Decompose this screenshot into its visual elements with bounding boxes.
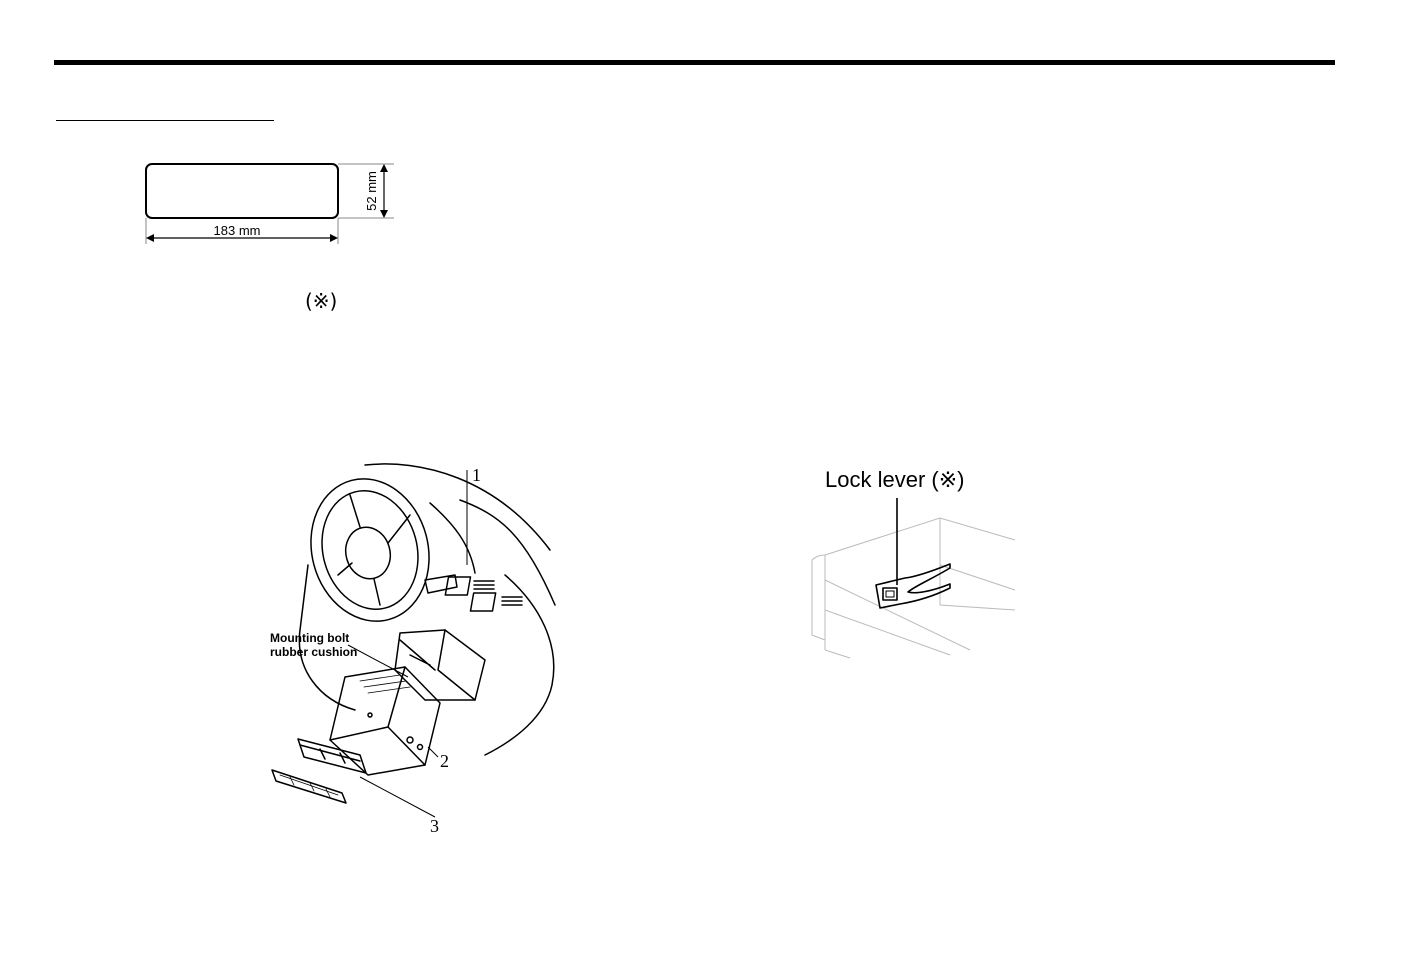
callout-3: 3 bbox=[430, 816, 439, 836]
head-unit bbox=[329, 666, 441, 776]
callout-line-3 bbox=[359, 776, 436, 818]
header-rule bbox=[54, 60, 1335, 65]
mounting-sleeve bbox=[394, 629, 486, 701]
width-label: 183 mm bbox=[214, 223, 261, 238]
cushion-label-line1: Mounting bolt bbox=[270, 631, 349, 645]
trim-frame bbox=[297, 738, 367, 774]
cushion-leader-line bbox=[347, 644, 409, 678]
steering-wheel bbox=[310, 478, 430, 622]
callout-2: 2 bbox=[440, 751, 449, 771]
callout-1: 1 bbox=[472, 465, 481, 485]
air-vent-right bbox=[469, 592, 497, 612]
cushion-label-line2: rubber cushion bbox=[270, 645, 357, 659]
cutout-dimension-diagram: 52 mm 183 mm bbox=[145, 163, 394, 244]
callout-line-2 bbox=[427, 746, 439, 758]
face-plate bbox=[271, 769, 347, 804]
lock-lever bbox=[875, 563, 951, 609]
lock-lever-figure: Lock lever (※) bbox=[811, 467, 1016, 659]
height-label: 52 mm bbox=[364, 171, 379, 211]
reference-mark: (※) bbox=[305, 289, 338, 313]
cutout-outline bbox=[145, 163, 339, 219]
lock-lever-label: Lock lever (※) bbox=[825, 467, 964, 492]
section-title-underline bbox=[56, 120, 274, 121]
dashboard-contour bbox=[364, 463, 551, 551]
sleeve-top-edge bbox=[824, 517, 1016, 556]
installation-figure: 1 2 3 Mounting bolt rubber cushion bbox=[270, 463, 556, 836]
air-vent-left bbox=[444, 576, 472, 596]
